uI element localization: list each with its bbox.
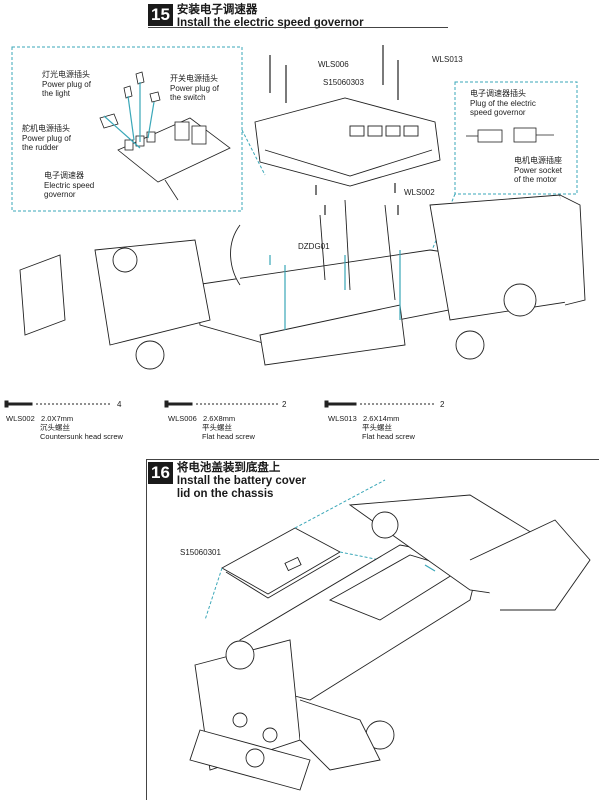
screw-wls013-qty: 2 — [440, 400, 445, 409]
step-15-top-rule — [148, 27, 448, 28]
label-light-plug: 灯光电源插头 Power plug of the light — [42, 70, 91, 99]
label-esc-en1: Electric speed — [44, 180, 95, 190]
screw-wls002-name-en: Countersunk head screw — [40, 432, 123, 441]
callout-wls013: WLS013 — [432, 55, 463, 64]
screw-wls002-qty: 4 — [117, 400, 122, 409]
callout-wls002: WLS002 — [404, 188, 435, 197]
label-rudder-plug-cn: 舵机电源插头 — [22, 124, 70, 133]
label-esc-en2: governor — [44, 190, 76, 199]
label-switch-plug-cn: 开关电源插头 — [170, 74, 218, 83]
label-switch-plug: 开关电源插头 Power plug of the switch — [170, 74, 219, 103]
step-15-title-en: Install the electric speed governor — [176, 17, 364, 29]
step-15-number: 15 — [148, 4, 173, 26]
screw-wls006-qty: 2 — [282, 400, 287, 409]
callout-s15060303: S15060303 — [323, 78, 364, 87]
callout-wls006: WLS006 — [318, 60, 349, 69]
label-esc-plug-en2: speed governor — [470, 108, 526, 117]
step-16-title-en2: lid on the chassis — [176, 488, 274, 500]
screw-wls002-name-cn: 沉头螺丝 — [40, 423, 70, 432]
label-motor-socket-en2: of the motor — [514, 175, 557, 184]
label-rudder-plug: 舵机电源插头 Power plug of the rudder — [22, 124, 71, 153]
callout-dzdg01: DZDG01 — [298, 242, 330, 251]
label-switch-plug-en2: the switch — [170, 93, 206, 102]
step-15-header: 15 安装电子调速器 Install the electric speed go… — [148, 4, 364, 30]
screw-wls013-size: 2.6X14mm — [363, 414, 400, 423]
screw-wls013-name-cn: 平头螺丝 — [362, 423, 392, 432]
label-esc-plug-en1: Plug of the electric — [470, 98, 536, 108]
screw-wls006-size: 2.6X8mm — [203, 414, 236, 423]
screw-wls006-code: WLS006 — [168, 414, 197, 423]
step-16-frame — [146, 459, 599, 800]
label-light-plug-en1: Power plug of — [42, 79, 91, 89]
screw-wls013-name-en: Flat head screw — [362, 432, 415, 441]
label-esc-plug: 电子调速器插头 Plug of the electric speed gover… — [470, 89, 536, 118]
label-rudder-plug-en2: the rudder — [22, 143, 59, 152]
label-esc: 电子调速器 Electric speed governor — [44, 171, 94, 200]
label-esc-plug-cn: 电子调速器插头 — [470, 89, 526, 98]
label-motor-socket: 电机电源插座 Power socket of the motor — [514, 156, 562, 185]
callout-s15060301: S15060301 — [180, 548, 221, 557]
screw-wls006-name-cn: 平头螺丝 — [202, 423, 232, 432]
label-light-plug-cn: 灯光电源插头 — [42, 70, 90, 79]
label-switch-plug-en1: Power plug of — [170, 83, 219, 93]
screw-wls002-size: 2.0X7mm — [41, 414, 74, 423]
step-16-number: 16 — [148, 462, 173, 484]
screw-wls006-name-en: Flat head screw — [202, 432, 255, 441]
label-light-plug-en2: the light — [42, 89, 71, 98]
screw-wls013-spec: WLS013 2.6X14mm 平头螺丝 Flat head screw — [328, 414, 415, 441]
step-16-title-cn: 将电池盖装到底盘上 — [176, 462, 281, 474]
screw-wls002-code: WLS002 — [6, 414, 35, 423]
screw-wls013-code: WLS013 — [328, 414, 357, 423]
step-15-title-cn: 安装电子调速器 — [176, 4, 258, 16]
step-16-header: 16 将电池盖装到底盘上 Install the battery cover l… — [148, 462, 306, 501]
label-esc-cn: 电子调速器 — [44, 171, 84, 180]
label-motor-socket-cn: 电机电源插座 — [514, 156, 562, 165]
screw-wls006-spec: WLS006 2.6X8mm 平头螺丝 Flat head screw — [168, 414, 255, 441]
step-16-title-en1: Install the battery cover — [176, 475, 307, 487]
screw-wls002-spec: WLS002 2.0X7mm 沉头螺丝 Countersunk head scr… — [6, 414, 123, 441]
label-motor-socket-en1: Power socket — [514, 165, 563, 175]
label-rudder-plug-en1: Power plug of — [22, 133, 71, 143]
